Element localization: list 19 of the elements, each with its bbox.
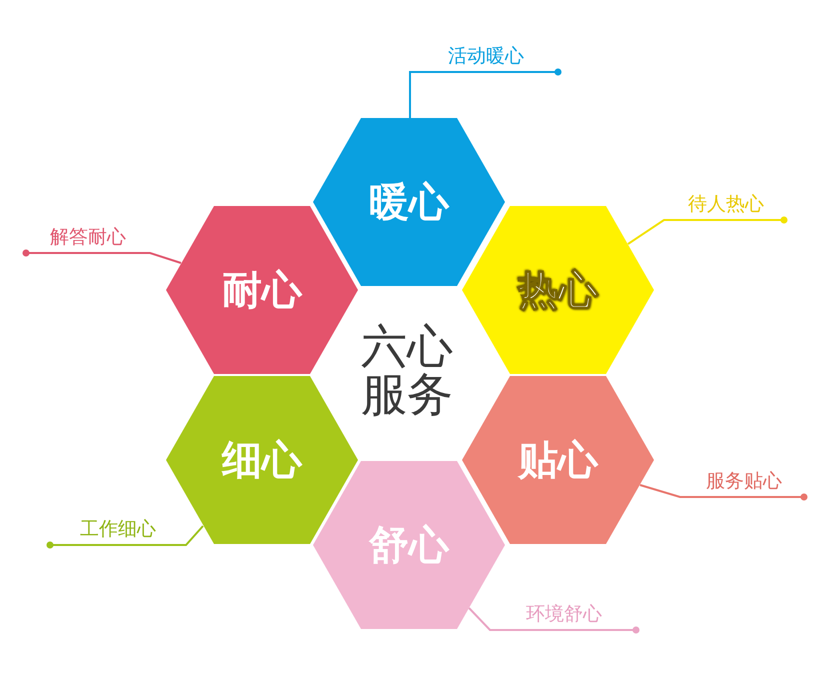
leader-line bbox=[640, 484, 808, 500]
hexagon-label: 细心 bbox=[220, 436, 304, 486]
callout-text: 活动暖心 bbox=[448, 44, 524, 69]
hexagon-label: 耐心 bbox=[221, 266, 304, 316]
callout-text: 待人热心 bbox=[688, 192, 764, 217]
hexagon-label: 热心 bbox=[516, 266, 600, 316]
hexagon-label: 贴心 bbox=[516, 436, 600, 486]
leader-line bbox=[46, 525, 204, 548]
hexagon-label: 舒心 bbox=[368, 522, 450, 570]
leader-line bbox=[22, 250, 182, 264]
hexagon-label: 暖心 bbox=[368, 178, 450, 228]
leader-line bbox=[468, 607, 640, 634]
center-title: 六心服务 bbox=[360, 322, 454, 419]
leader-line bbox=[409, 68, 562, 118]
callout-text: 工作细心 bbox=[80, 517, 156, 542]
callout-text: 解答耐心 bbox=[50, 225, 126, 250]
callout-text: 环境舒心 bbox=[526, 602, 602, 627]
callout-text: 服务贴心 bbox=[706, 469, 782, 494]
leader-line bbox=[627, 216, 788, 245]
